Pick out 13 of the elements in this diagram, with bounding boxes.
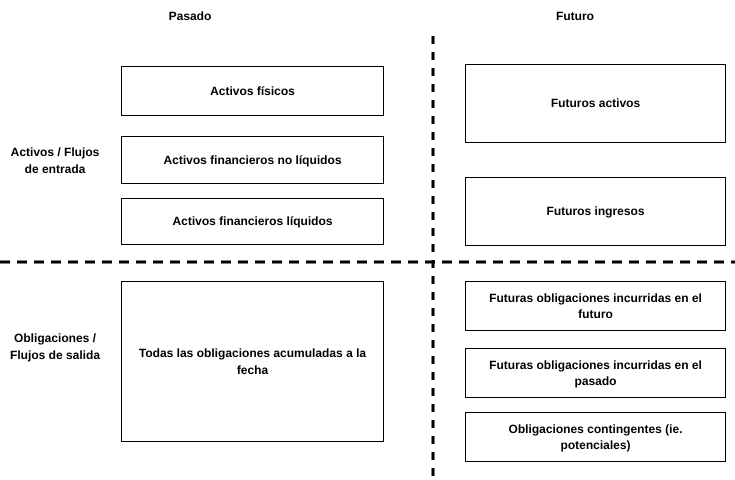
row-heading: Activos / Flujos de entrada bbox=[10, 144, 100, 178]
row-heading: Obligaciones / Flujos de salida bbox=[8, 330, 102, 364]
text-box: Activos físicos bbox=[121, 66, 384, 116]
text-box: Futuros ingresos bbox=[465, 177, 726, 246]
column-heading: Futuro bbox=[555, 8, 595, 25]
text-box: Futuras obligaciones incurridas en el futuro bbox=[465, 281, 726, 331]
column-heading: Pasado bbox=[168, 8, 212, 25]
text-box: Activos financieros no líquidos bbox=[121, 136, 384, 184]
text-box: Futuras obligaciones incurridas en el pasado bbox=[465, 348, 726, 398]
text-box: Obligaciones contingentes (ie. potenciales) bbox=[465, 412, 726, 462]
text-box: Activos financieros líquidos bbox=[121, 198, 384, 245]
text-box: Todas las obligaciones acumuladas a la fecha bbox=[121, 281, 384, 442]
text-box: Futuros activos bbox=[465, 64, 726, 143]
